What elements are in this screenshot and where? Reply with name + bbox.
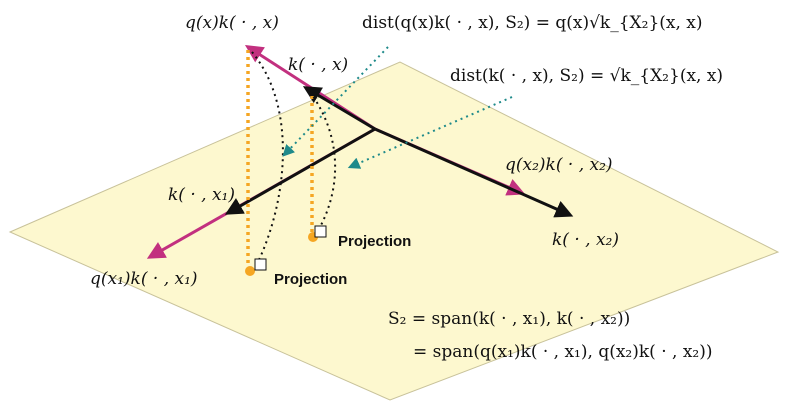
pointer-dist-q [282,46,389,157]
vector-kx2 [374,127,574,218]
label-kx: k( · , x) [288,55,348,75]
label-qx2-kx2: q(x₂)k( · , x₂) [505,155,613,175]
label-qx1-kx1: q(x₁)k( · , x₁) [90,269,198,289]
label-dist-k: dist(k( · , x), S₂) = √k_{X₂}(x, x) [450,66,723,86]
right-angle-marker-qx [254,258,267,271]
label-kx1: k( · , x₁) [168,185,235,205]
label-s2-equivalence: = span(q(x₁)k( · , x₁), q(x₂)k( · , x₂)) [413,342,712,362]
curve-kx [309,91,337,235]
label-qx-kx: q(x)k( · , x) [185,13,279,33]
label-projection-qx: Projection [274,271,347,288]
projection-point-qx [245,266,255,276]
label-dist-q: dist(q(x)k( · , x), S₂) = q(x)√k_{X₂}(x,… [362,13,703,33]
label-s2-definition: S₂ = span(k( · , x₁), k( · , x₂)) [388,309,630,329]
right-angle-marker-kx [314,225,327,238]
subspace-plane [8,61,780,401]
vector-kx [302,86,376,131]
vector-kx1 [224,127,376,215]
label-projection-kx: Projection [338,233,411,250]
curve-qx [251,51,284,269]
label-kx2: k( · , x₂) [552,230,619,250]
